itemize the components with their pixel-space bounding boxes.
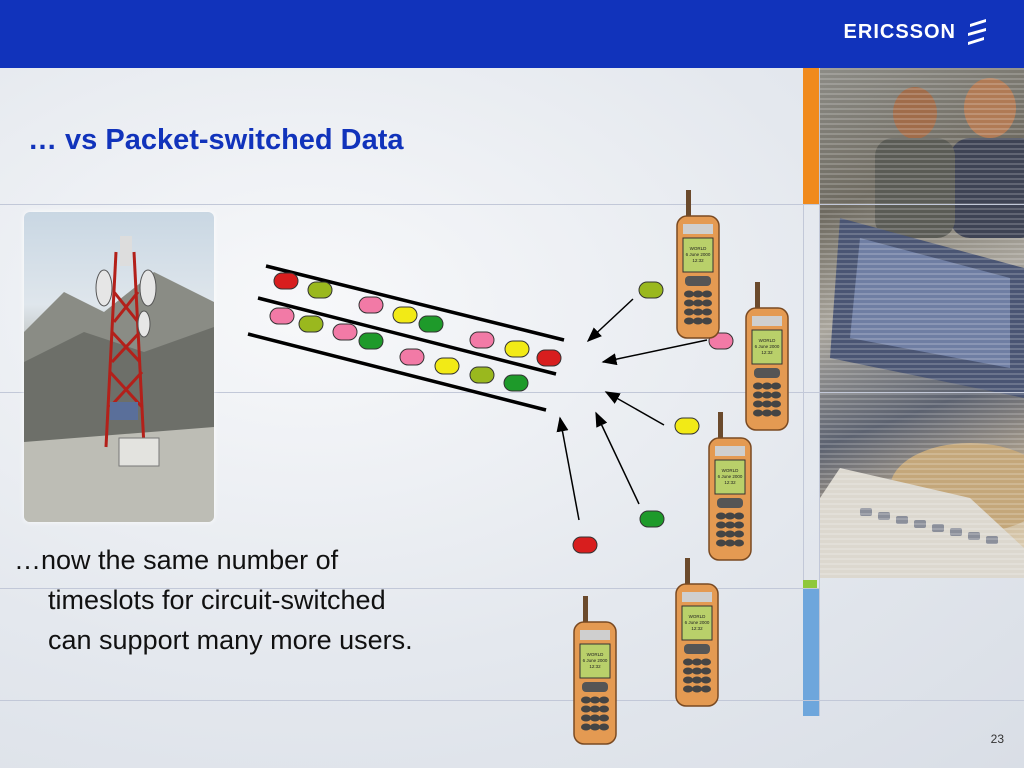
people-photo <box>820 68 1024 578</box>
arrow <box>601 339 708 366</box>
ericsson-mark-icon <box>968 19 986 45</box>
packet-red <box>536 349 562 367</box>
office-workers-photo <box>820 78 1024 578</box>
mobile-phone-icon <box>676 189 720 339</box>
accent-bar-orange <box>803 68 820 204</box>
accent-square-green <box>803 580 817 588</box>
divider <box>803 204 804 580</box>
packet-pink <box>269 307 295 325</box>
packet-pink <box>708 332 734 350</box>
header-bar: ERICSSON <box>0 0 1024 68</box>
packet-pink <box>358 296 384 314</box>
arrow <box>595 411 640 505</box>
slide-title: … vs Packet-switched Data <box>28 124 404 156</box>
channel-line <box>257 296 557 376</box>
bullet-text: …now the same number of timeslots for ci… <box>14 545 413 655</box>
packet-olive <box>469 366 495 384</box>
packet-olive <box>638 281 664 299</box>
tower-photo <box>24 212 214 522</box>
packet-yellow <box>674 417 700 435</box>
packet-pink <box>399 348 425 366</box>
packet-pink <box>469 331 495 349</box>
packet-red <box>572 536 598 554</box>
packet-green <box>358 332 384 350</box>
cell-tower-photo <box>24 236 214 522</box>
divider <box>0 700 1024 701</box>
arrow <box>586 298 634 343</box>
mobile-phone-icon <box>708 411 752 561</box>
accent-bar-blue <box>803 588 820 716</box>
packet-green <box>503 374 529 392</box>
channel-line <box>265 264 565 342</box>
divider <box>0 392 1024 393</box>
packet-yellow <box>392 306 418 324</box>
mobile-phone-icon <box>745 281 789 431</box>
packet-green <box>418 315 444 333</box>
divider <box>0 204 1024 205</box>
packet-olive <box>298 315 324 333</box>
packet-green <box>639 510 665 528</box>
divider <box>0 588 820 589</box>
packet-pink <box>332 323 358 341</box>
packet-yellow <box>504 340 530 358</box>
mobile-phone-icon <box>675 557 719 707</box>
packet-red <box>273 272 299 290</box>
arrow <box>604 391 665 426</box>
logo-text: ERICSSON <box>843 20 956 43</box>
packet-olive <box>307 281 333 299</box>
ericsson-logo: ERICSSON <box>844 18 988 46</box>
arrow <box>556 416 580 521</box>
divider <box>819 68 820 716</box>
packet-yellow <box>434 357 460 375</box>
mobile-phone-icon <box>573 595 617 745</box>
page-number: 23 <box>990 732 1004 746</box>
channel-line <box>247 332 547 412</box>
